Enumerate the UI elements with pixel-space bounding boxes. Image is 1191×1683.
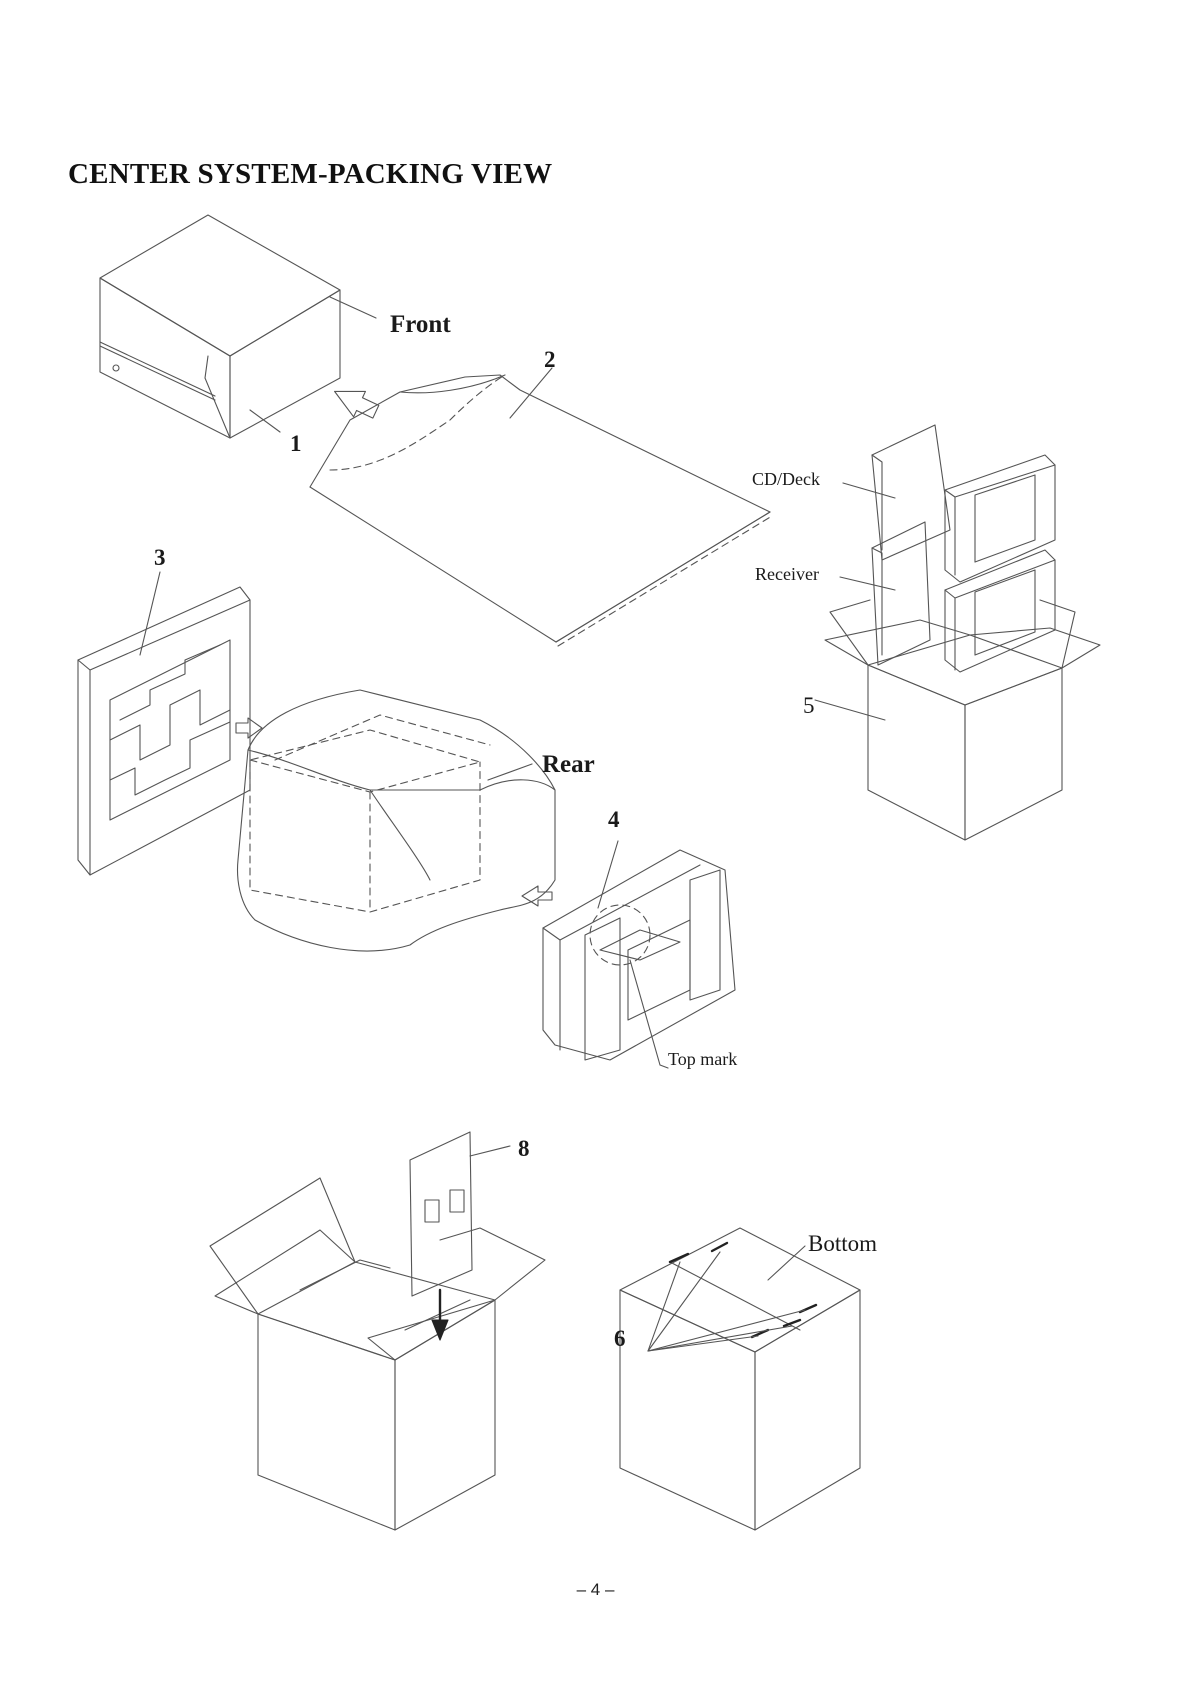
callout-3: 3 xyxy=(154,546,166,569)
top-mark-label: Top mark xyxy=(668,1050,737,1068)
callout-4: 4 xyxy=(608,808,620,831)
poly-bag-illustration xyxy=(310,368,772,646)
callout-6: 6 xyxy=(614,1327,626,1350)
callout-5: 5 xyxy=(803,694,815,717)
receiver-label: Receiver xyxy=(755,565,819,583)
arrow-left-cushion xyxy=(236,718,262,738)
open-carton-illustration xyxy=(210,1132,545,1530)
closed-carton-illustration xyxy=(620,1228,860,1530)
left-cushion-illustration xyxy=(78,572,250,875)
rear-label: Rear xyxy=(542,752,595,777)
callout-8: 8 xyxy=(518,1137,530,1160)
wrapped-unit-illustration xyxy=(238,690,555,951)
callout-1: 1 xyxy=(290,432,302,455)
page-number: – 4 – xyxy=(0,1580,1191,1600)
unit-box-illustration xyxy=(100,215,376,438)
cd-deck-label: CD/Deck xyxy=(752,470,820,488)
right-cushion-illustration xyxy=(543,841,735,1068)
bottom-label: Bottom xyxy=(808,1232,877,1255)
carton-stack-illustration xyxy=(815,425,1100,840)
front-label: Front xyxy=(390,312,451,337)
callout-2: 2 xyxy=(544,348,556,371)
